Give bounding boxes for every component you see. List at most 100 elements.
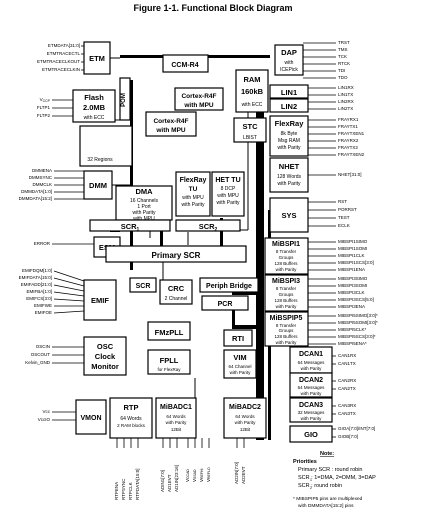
pin-sys-3: ECLK	[338, 223, 350, 228]
dcan3-title: DCAN3	[299, 402, 323, 409]
pin-emif-1: EMIFDATA[15:0]	[19, 275, 52, 280]
dap-title: DAP	[281, 48, 297, 57]
vim-sub2: with Parity	[230, 370, 252, 375]
mpu-region-frame	[79, 125, 133, 167]
mibspi5-sub2: Groups	[279, 328, 295, 333]
pin-mibspi3-3: MIBSPI3SCS[5:0]	[338, 297, 374, 302]
pin-lin-3: LIN2TX	[338, 106, 353, 111]
het-tu-sub3: with Parity	[216, 200, 240, 206]
fmzpll-label: FMzPLL	[155, 328, 184, 337]
dcan1-sub1: 64 Messages	[298, 360, 326, 365]
flash-block	[72, 89, 116, 123]
pin-mibspi3-1: MIBSPI3SOMI	[338, 283, 367, 288]
pin-etm-1: ETMTRACECTL	[47, 51, 81, 56]
scr2-label: SCR2	[199, 222, 218, 233]
pin-adc1-1: AD1EVT	[167, 474, 172, 492]
flexray-tu-sub1: TU	[189, 186, 198, 193]
pin-osc-2: Kelvin_GND	[25, 360, 51, 365]
pin-etm-0: ETMDATA[31:0]	[48, 43, 80, 48]
stc-title: STC	[243, 122, 259, 131]
mibadc2-sub2: with Parity	[235, 420, 257, 425]
het-tu-title: HET TU	[215, 177, 240, 184]
pin-esm-error: ERROR	[34, 241, 51, 246]
cortex-top-2: with MPU	[183, 102, 214, 109]
dmm-label: DMM	[89, 181, 107, 190]
pin-emif-6: EMIFOE	[35, 310, 52, 315]
fpll-sub: for FlexRay	[157, 367, 181, 372]
pin-osc-0: OSCIN	[36, 344, 50, 349]
het-tu-block	[211, 171, 245, 217]
rtp-sub1: 64 Words	[120, 416, 142, 422]
pin-rtp-1: RTPSYNC	[121, 478, 126, 500]
pin-gio-0: GIOA[7:0]/INT[7:0]	[338, 426, 375, 431]
flexray-title: FlexRay	[275, 119, 305, 128]
pin-fray-2: FRAYTXEN1	[338, 131, 365, 136]
lin1-block	[269, 84, 309, 99]
het-tu-sub1: 8 DCP	[221, 186, 236, 192]
pin-dmm-2: DMMCLK	[32, 182, 52, 187]
note-line2: SCR : 1=DMA, 2=DMM, 3=DAP	[298, 475, 376, 481]
dcan1-sub2: with Parity	[301, 366, 323, 371]
periph-bridge-label: Periph Bridge	[206, 283, 252, 290]
pin-mibspi5-1: MIBSPI5SOMI[3:0]*	[338, 320, 378, 325]
left-bus-vertical	[130, 80, 133, 270]
etm-block	[83, 41, 111, 75]
ram-ecc: with ECC	[242, 102, 263, 108]
rtp-title: RTP	[124, 403, 139, 412]
scr-small-block	[129, 277, 157, 293]
dcan1-title: DCAN1	[299, 351, 323, 358]
note-line3: SCR : round robin	[298, 483, 342, 489]
mibspi5-sub4: with Parity	[276, 340, 298, 345]
note-line2-sub: 1	[310, 478, 312, 482]
pin-mibspi5-2: MIBSPI5CLK*	[338, 327, 367, 332]
mibadc1-sub1: 64 Words	[166, 414, 186, 419]
priority-note: Note: Priorities Primary SCR : round rob…	[293, 451, 376, 509]
dma-sub3: with Parity	[132, 210, 156, 216]
pin-vmon-vccio: VccIO	[38, 417, 51, 422]
pin-sys-0: RST	[338, 199, 347, 204]
bridge-link-v	[232, 305, 235, 327]
pin-mibspi1-0: MIBSPI1SIMO	[338, 239, 368, 244]
pin-etm-2: ETMTRACECLKOUT	[37, 59, 80, 64]
pin-vref-3: VREFLO	[206, 467, 211, 482]
pcr-label: PCR	[218, 301, 233, 308]
dcan2-sub1: 64 Messages	[298, 385, 326, 390]
dcan3-sub2: with Parity	[301, 416, 323, 421]
pin-emif-5: EMIFWE	[34, 303, 52, 308]
note-footnote-2: with DMMDATA[15:2] pins	[298, 503, 354, 509]
rtp-sub2: 2 RAM blocks	[117, 423, 146, 428]
mibadc2-sub3: 12Bit	[240, 427, 251, 432]
pin-mibspi1-3: MIBSPI1SCS[3:0]	[338, 260, 374, 265]
pin-emif-2: EMIFADD[21:0]	[21, 282, 52, 287]
mibadc1-block	[155, 397, 197, 439]
pin-mibspi5-3: MIBSPI5SCS[3:0]*	[338, 334, 376, 339]
pom-block	[119, 77, 131, 121]
pin-fray-1: FRAYTX1	[338, 124, 358, 129]
dap-block	[274, 44, 304, 76]
dma-bus-link	[160, 218, 163, 246]
pin-fray-3: FRAYRX2	[338, 138, 359, 143]
pin-dap-5: TDO	[338, 75, 348, 80]
pcr-block	[201, 295, 249, 311]
emif-block	[83, 279, 117, 321]
nhet-title: NHET	[279, 162, 300, 171]
nhet-sub1: 128 Words	[277, 174, 302, 180]
dcan2-sub2: with Parity	[301, 391, 323, 396]
right-pin-labels: TRST TMS TCK RTCK TDI TDO LIN1RX LIN1TX …	[338, 40, 378, 439]
rti-label: RTI	[232, 334, 244, 343]
dma-sub4: with MPU	[133, 216, 155, 222]
pin-dap-2: TCK	[338, 54, 347, 59]
fpll-block	[147, 349, 191, 375]
scr1-label: SCR1	[121, 222, 140, 233]
mibspi5-title: MiBSPIP5	[270, 315, 303, 322]
flexray-sub1: 8k Byte	[281, 131, 298, 137]
pin-adc2-1: AD2EVT	[241, 466, 246, 484]
pin-dap-4: TDI	[338, 68, 345, 73]
mibspi3-block	[264, 274, 309, 312]
flexray-tu-sub3: with Parity	[181, 202, 205, 208]
figure-title: Figure 1-1. Functional Block Diagram	[133, 3, 292, 13]
pin-mibspi1-4: MIBSPI1ENA	[338, 267, 365, 272]
pin-mibspi5-4: MIBSPI5ENA*	[338, 341, 367, 346]
dcan3-sub1: 32 Messages	[298, 410, 326, 415]
primary-scr-block	[105, 245, 247, 263]
